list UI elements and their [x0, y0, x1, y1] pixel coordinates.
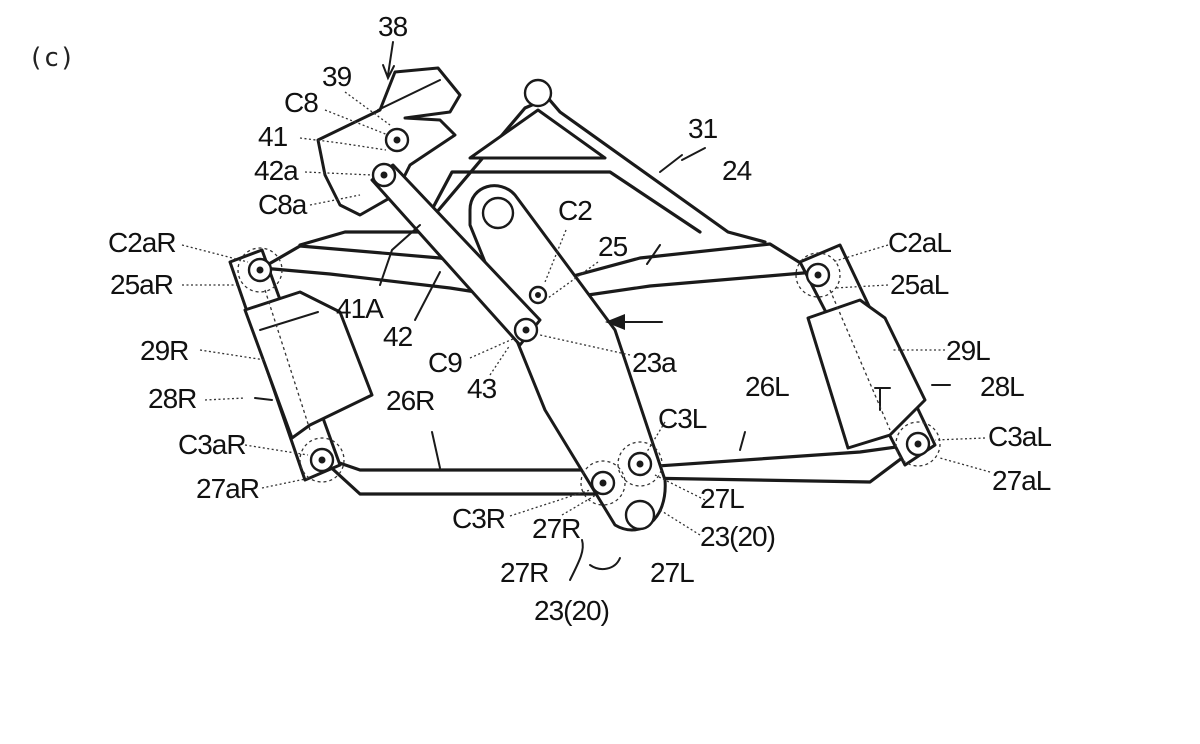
- pin-C3R: [590, 470, 616, 496]
- label-27aL: 27aL: [992, 465, 1051, 496]
- label-23-20-lower: 23(20): [534, 595, 609, 626]
- label-27L-lower: 27L: [650, 557, 694, 588]
- label-24: 24: [722, 155, 752, 186]
- label-C3aL: C3aL: [988, 421, 1051, 452]
- label-43: 43: [467, 373, 497, 404]
- leader-lines: [181, 41, 991, 581]
- label-C2aR: C2aR: [108, 227, 176, 258]
- pin-C8: [384, 127, 410, 153]
- label-C9: C9: [428, 347, 462, 378]
- pin-C9: [513, 317, 539, 343]
- label-C2aL: C2aL: [888, 227, 951, 258]
- label-C2: C2: [558, 195, 592, 226]
- label-41A: 41A: [336, 293, 384, 324]
- label-27R: 27R: [532, 513, 580, 544]
- label-42: 42: [383, 321, 413, 352]
- label-26L: 26L: [745, 371, 789, 402]
- label-29R: 29R: [140, 335, 188, 366]
- label-27aR: 27aR: [196, 473, 259, 504]
- label-27R-lower: 27R: [500, 557, 548, 588]
- label-31: 31: [688, 113, 718, 144]
- pin-C3aR: [309, 447, 335, 473]
- pins: [237, 127, 941, 506]
- label-C3L: C3L: [658, 403, 707, 434]
- frame-31: [298, 78, 767, 247]
- label-26R: 26R: [386, 385, 434, 416]
- label-27L: 27L: [700, 483, 744, 514]
- label-23-20: 23(20): [700, 521, 775, 552]
- label-C8: C8: [284, 87, 318, 118]
- damper-28L: [798, 243, 937, 467]
- pin-C2aL: [805, 262, 831, 288]
- figure-caption: (c): [28, 43, 75, 73]
- label-42a: 42a: [254, 155, 299, 186]
- label-23a: 23a: [632, 347, 677, 378]
- label-25aR: 25aR: [110, 269, 173, 300]
- label-28R: 28R: [148, 383, 196, 414]
- central-link-23: [468, 184, 667, 532]
- force-arrow: [605, 314, 663, 330]
- pin-C3aL: [905, 431, 931, 457]
- label-C3R: C3R: [452, 503, 505, 534]
- label-39: 39: [322, 61, 352, 92]
- label-41: 41: [258, 121, 288, 152]
- label-25aL: 25aL: [890, 269, 949, 300]
- label-29L: 29L: [946, 335, 990, 366]
- pin-C2: [528, 285, 548, 305]
- label-28L: 28L: [980, 371, 1024, 402]
- label-25: 25: [598, 231, 628, 262]
- label-C3aR: C3aR: [178, 429, 246, 460]
- label-C8a: C8a: [258, 189, 308, 220]
- damper-28R: [228, 248, 374, 482]
- pin-C2aR: [247, 257, 273, 283]
- label-38: 38: [378, 11, 408, 42]
- pin-C3L: [627, 451, 653, 477]
- reference-labels: 38 39 C8 41 42a C8a C2aR 25aR 29R 28R C3…: [108, 11, 1052, 626]
- pin-C8a: [371, 162, 397, 188]
